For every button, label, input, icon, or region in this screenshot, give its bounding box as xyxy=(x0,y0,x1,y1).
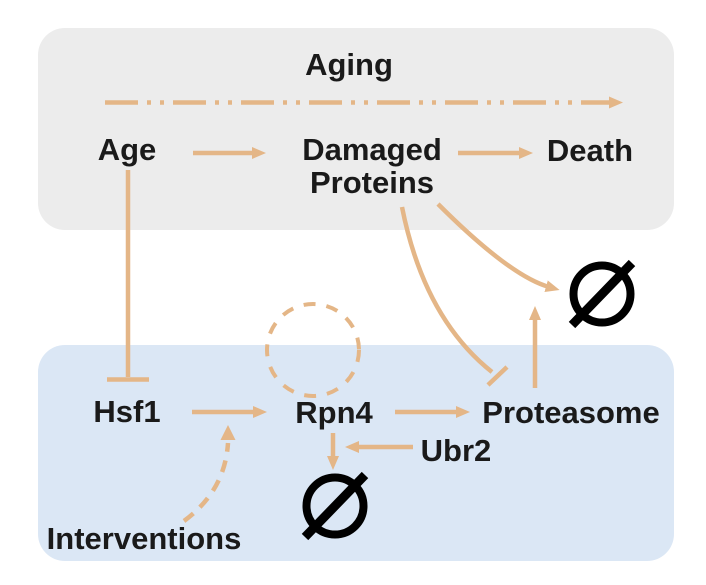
empty-set-icon xyxy=(568,259,636,329)
node-age: Age xyxy=(98,132,157,167)
compartment-title-aging: Aging xyxy=(305,47,393,82)
node-proteasome: Proteasome xyxy=(482,395,659,430)
node-death: Death xyxy=(547,133,633,168)
empty-set-icon xyxy=(301,471,369,541)
node-rpn4: Rpn4 xyxy=(295,395,373,430)
node-damaged-proteins-line2: Proteins xyxy=(310,165,434,200)
cellular-compartment-box xyxy=(38,345,674,561)
edge-damaged-proteins-to-degradation xyxy=(436,202,560,292)
edge-damaged-proteins-inhibits-proteasome-line xyxy=(399,206,494,374)
edge-interventions-arrowhead xyxy=(220,425,236,440)
edge-damaged-proteins-inhibits-proteasome-bar xyxy=(486,365,509,387)
node-hsf1: Hsf1 xyxy=(93,394,160,429)
edge-interventions-dashed xyxy=(182,442,231,523)
edge-rpn4-self-loop xyxy=(265,302,361,398)
node-damaged-proteins-line1: Damaged xyxy=(302,132,442,167)
aging-compartment-box xyxy=(38,28,674,230)
node-ubr2: Ubr2 xyxy=(421,433,492,468)
node-interventions: Interventions xyxy=(47,521,242,556)
